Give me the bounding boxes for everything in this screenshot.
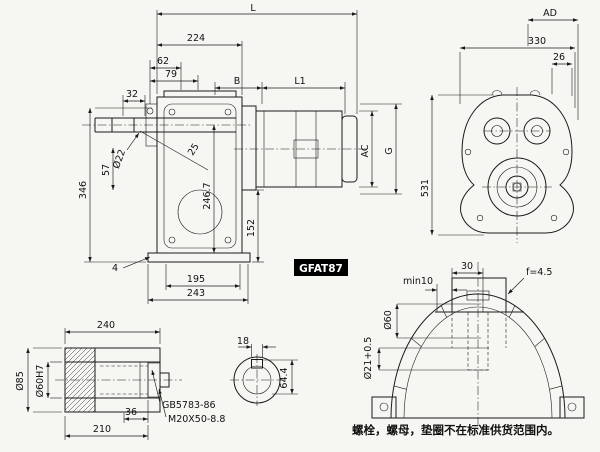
dim-346-label: 346: [78, 181, 89, 199]
shaft-section-view: 18 64.4: [230, 336, 298, 406]
front-view-labels: AD 330 26 531: [420, 8, 565, 197]
dim-25-label: 25: [186, 142, 202, 158]
dim-dia21-label: Ø21+0.5: [363, 337, 374, 380]
hollow-shaft-labels: 240 Ø85 Ø60H7 36 210 GB5783-86 M20X50-8.…: [15, 320, 225, 435]
shaft-section-extension-lines: [251, 344, 298, 395]
shaft-section-geometry: [230, 354, 284, 406]
dim-62-label: 62: [157, 56, 169, 67]
dim-531-label: 531: [420, 179, 431, 197]
shaft-section-dimension-lines: [238, 345, 294, 395]
dim-dia60H7-label: Ø60H7: [35, 365, 46, 398]
dim-30-label: 30: [461, 261, 473, 272]
dim-G-label: G: [384, 147, 395, 154]
dim-AD-label: AD: [543, 8, 557, 19]
dim-f4.5-label: f=4.5: [526, 267, 552, 278]
dim-B-label: B: [234, 76, 241, 87]
flange-detail-geometry: [371, 262, 585, 432]
dim-57-label: 57: [101, 164, 112, 176]
dim-330-label: 330: [528, 36, 546, 47]
front-view-dimension-lines: [430, 18, 579, 236]
shaft-section-labels: 18 64.4: [237, 336, 290, 389]
dim-AC-label: AC: [360, 144, 371, 157]
supply-scope-note: 螺栓，螺母，垫圈不在标准供货范围内。: [352, 423, 559, 437]
flange-detail-view: GFAT87: [294, 259, 585, 432]
dim-18-label: 18: [237, 336, 249, 347]
side-view-geometry: [82, 90, 368, 263]
hollow-shaft-view: 240 Ø85 Ø60H7 36 210 GB5783-86 M20X50-8.…: [15, 320, 225, 440]
dim-36-label: 36: [125, 407, 137, 418]
dim-4-label: 4: [112, 263, 118, 274]
dim-min10-label: min10: [403, 276, 433, 287]
side-view-dimension-lines: [88, 12, 398, 302]
dim-195-label: 195: [187, 274, 205, 285]
dim-26-label: 26: [553, 52, 565, 63]
dim-243-label: 243: [187, 288, 205, 299]
dim-dia85-label: Ø85: [15, 371, 26, 391]
bolt-standard-label: GB5783-86: [162, 400, 216, 411]
hollow-shaft-dimension-lines: [26, 330, 167, 438]
front-view-extension-lines: [438, 24, 579, 236]
model-label-box: GFAT87: [294, 259, 348, 276]
front-view: AD 330 26 531: [420, 8, 579, 243]
dim-224-label: 224: [187, 33, 205, 44]
dim-dia60-label: Ø60: [383, 310, 394, 330]
dim-152-label: 152: [246, 219, 257, 237]
front-view-geometry: [460, 87, 574, 243]
hollow-shaft-geometry: [55, 347, 182, 413]
dim-L-label: L: [250, 3, 256, 14]
flange-detail-dimension-lines: [377, 271, 525, 371]
flange-detail-labels: min10 30 f=4.5 Ø60 Ø21+0.5: [363, 261, 552, 379]
model-label: GFAT87: [299, 263, 343, 275]
dim-L1-label: L1: [294, 76, 305, 87]
dim-240-label: 240: [97, 320, 115, 331]
dim-dia22-label: Ø22: [111, 148, 128, 170]
dim-246.7-label: 246.7: [202, 182, 213, 209]
dim-32-label: 32: [126, 89, 138, 100]
dim-64.4-label: 64.4: [279, 367, 290, 388]
side-view-extension-lines: [84, 10, 402, 304]
side-view: L 224 62 79 B L1 32 Ø22 25 346 57 246.7 …: [78, 3, 402, 304]
dim-79-label: 79: [165, 69, 177, 80]
bolt-spec-label: M20X50-8.8: [168, 414, 225, 425]
flange-detail-extension-lines: [379, 268, 489, 371]
side-view-labels: L 224 62 79 B L1 32 Ø22 25 346 57 246.7 …: [78, 3, 395, 299]
dim-210-label: 210: [93, 424, 111, 435]
